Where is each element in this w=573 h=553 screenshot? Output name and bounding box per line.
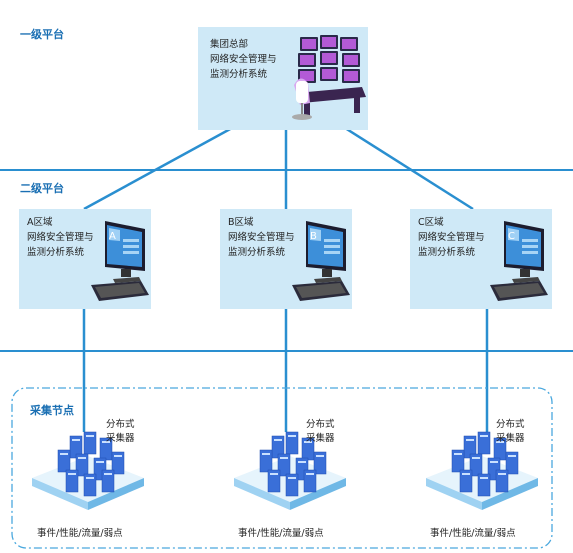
- region-b-title: B区域: [228, 217, 254, 228]
- collector-c-line1: 分布式: [496, 419, 525, 430]
- region-a-system-line2: 监测分析系统: [27, 247, 85, 258]
- region-a-system-line1: 网络安全管理与: [27, 232, 94, 243]
- region-c-label: C区域 网络安全管理与 监测分析系统: [418, 215, 485, 260]
- tier-label-level1: 一级平台: [20, 28, 64, 41]
- region-a-screen-letter: A: [109, 231, 116, 242]
- collector-a-line1: 分布式: [106, 419, 135, 430]
- workstation-c-icon: C: [490, 221, 548, 301]
- connector-hq-c: [344, 126, 474, 211]
- server-cluster-a-icon: [32, 431, 144, 510]
- collector-c-label: 分布式 采集器: [496, 418, 525, 446]
- region-c-system-line1: 网络安全管理与: [418, 232, 485, 243]
- region-box-a: A区域 网络安全管理与 监测分析系统 A: [19, 209, 151, 309]
- collector-b-line1: 分布式: [306, 419, 335, 430]
- hq-label: 集团总部 网络安全管理与 监测分析系统: [210, 37, 277, 82]
- region-b-label: B区域 网络安全管理与 监测分析系统: [228, 215, 295, 260]
- region-c-title: C区域: [418, 217, 444, 228]
- workstation-a-icon: A: [91, 221, 149, 301]
- control-room-icon: [292, 35, 366, 120]
- collect-node-frame: [11, 387, 553, 549]
- region-box-b: B区域 网络安全管理与 监测分析系统 B: [220, 209, 352, 309]
- workstation-b-icon: B: [292, 221, 350, 301]
- region-a-label: A区域 网络安全管理与 监测分析系统: [27, 215, 94, 260]
- hq-system-line2: 监测分析系统: [210, 69, 268, 80]
- collector-b-line2: 采集器: [306, 433, 335, 444]
- collector-a-label: 分布式 采集器: [106, 418, 135, 446]
- region-b-system-line2: 监测分析系统: [228, 247, 286, 258]
- server-cluster-c-icon: [426, 431, 538, 510]
- collector-c-line2: 采集器: [496, 433, 525, 444]
- hq-system-line1: 网络安全管理与: [210, 54, 277, 65]
- region-c-system-line2: 监测分析系统: [418, 247, 476, 258]
- region-c-screen-letter: C: [508, 231, 515, 242]
- collector-a-metrics: 事件/性能/流量/弱点: [37, 528, 123, 539]
- region-b-screen-letter: B: [310, 231, 317, 242]
- collector-a-line2: 采集器: [106, 433, 135, 444]
- server-cluster-b-icon: [234, 431, 346, 510]
- collector-b-metrics: 事件/性能/流量/弱点: [238, 528, 324, 539]
- tier-label-collect: 采集节点: [30, 404, 74, 417]
- region-box-c: C区域 网络安全管理与 监测分析系统 C: [410, 209, 552, 309]
- hq-title: 集团总部: [210, 39, 249, 50]
- collector-c-metrics: 事件/性能/流量/弱点: [430, 528, 516, 539]
- collector-b-label: 分布式 采集器: [306, 418, 335, 446]
- region-b-system-line1: 网络安全管理与: [228, 232, 295, 243]
- connector-hq-a: [83, 126, 233, 211]
- region-a-title: A区域: [27, 217, 53, 228]
- tier-label-level2: 二级平台: [20, 182, 64, 195]
- hq-box: 集团总部 网络安全管理与 监测分析系统: [198, 27, 368, 130]
